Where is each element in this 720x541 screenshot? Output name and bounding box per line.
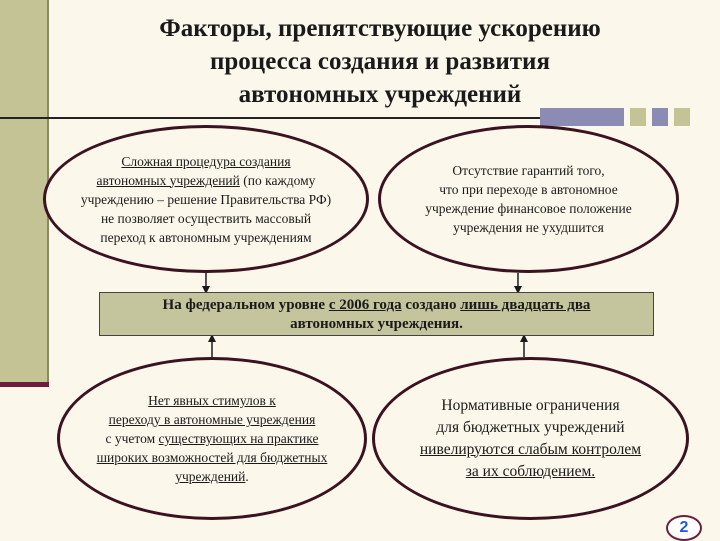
factor-oval-top-left: Сложная процедура создания автономных уч… <box>43 125 369 273</box>
statement-year: с 2006 года <box>328 297 402 313</box>
left-decor-bar-end <box>0 382 49 387</box>
title-underline <box>0 117 540 119</box>
text-line: Нет явных стимулов к <box>148 393 276 408</box>
factor-oval-top-right: Отсутствие гарантий того, что при перехо… <box>378 125 679 273</box>
text-line: с учетом <box>105 431 159 446</box>
factor-text: Нормативные ограничения для бюджетных уч… <box>420 395 641 483</box>
text-line: широких возможностей для бюджетных <box>96 450 328 465</box>
text-line: нивелируются слабым контролем <box>419 440 642 458</box>
statement-text: создано <box>401 297 461 313</box>
text-line: что при переходе в автономное <box>439 182 618 197</box>
factor-text: Отсутствие гарантий того, что при перехо… <box>425 161 632 237</box>
text-line: Нормативные ограничения <box>441 396 620 414</box>
text-line: учреждению – решение Правительства РФ) <box>80 191 332 207</box>
decor-block <box>674 108 690 126</box>
text-line: за их соблюдением. <box>465 462 596 480</box>
text-line: для бюджетных учреждений <box>436 418 625 436</box>
text-line: . <box>245 469 249 484</box>
text-line: переходу в автономные учреждения <box>108 412 316 427</box>
statement-count: лишь двадцать два <box>460 297 591 313</box>
decor-block <box>540 108 624 126</box>
text-line: переход к автономным учреждениям <box>100 229 312 245</box>
text-line: автономных учреждений <box>96 172 240 188</box>
decor-block <box>652 108 668 126</box>
decor-block <box>630 108 646 126</box>
text-line: не позволяет осуществить массовый <box>100 210 312 226</box>
factor-oval-bottom-right: Нормативные ограничения для бюджетных уч… <box>372 357 689 520</box>
left-decor-bar <box>0 0 49 386</box>
factor-oval-bottom-left: Нет явных стимулов к переходу в автономн… <box>57 357 367 520</box>
title-line-1: Факторы, препятствующие ускорению <box>159 15 601 42</box>
title-line-2: процесса создания и развития <box>209 48 550 75</box>
statement-text: На федеральном уровне <box>162 297 329 313</box>
central-statement-box: На федеральном уровне с 2006 года создан… <box>99 292 654 336</box>
title-line-3: автономных учреждений <box>238 81 522 108</box>
slide-title: Факторы, препятствующие ускорению процес… <box>60 12 700 111</box>
factor-text: Сложная процедура создания автономных уч… <box>81 152 331 247</box>
text-line: учреждений <box>175 469 246 484</box>
statement-text: автономных учреждения. <box>290 316 463 332</box>
text-line: Сложная процедура создания <box>121 153 291 169</box>
text-line: Отсутствие гарантий того, <box>452 163 605 178</box>
page-number-badge: 2 <box>666 515 702 541</box>
text-line: (по каждому <box>239 172 316 188</box>
text-line: учреждение финансовое положение <box>425 201 632 216</box>
text-line: существующих на практике <box>158 431 319 446</box>
factor-text: Нет явных стимулов к переходу в автономн… <box>97 391 328 486</box>
text-line: учреждения не ухудшится <box>453 220 604 235</box>
